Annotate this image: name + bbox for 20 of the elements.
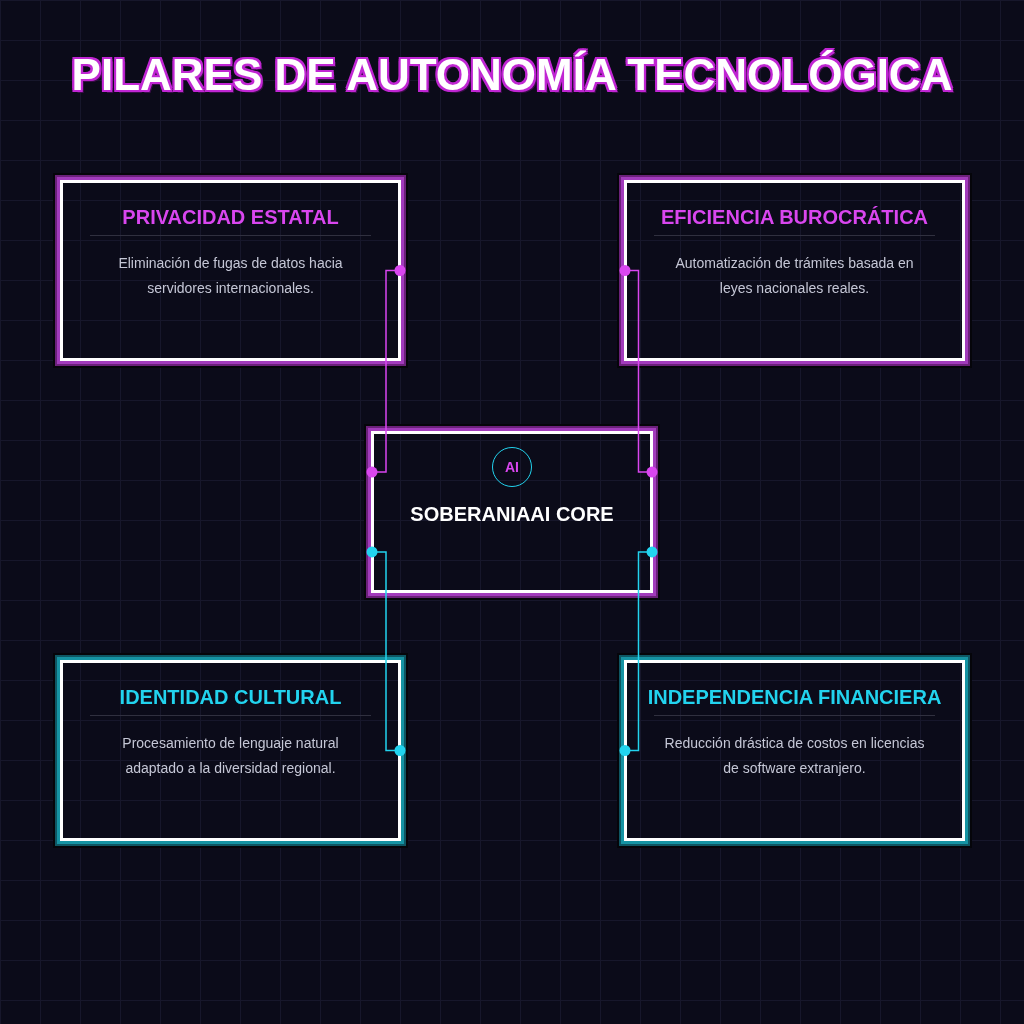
- connector-line: [366, 546, 406, 756]
- card-heading: PRIVACIDAD ESTATAL: [122, 205, 339, 229]
- pillar-card: [53, 653, 408, 848]
- pillar-card: [617, 173, 972, 368]
- pillar-card: [617, 653, 972, 848]
- card-heading: IDENTIDAD CULTURAL: [119, 685, 342, 709]
- card-description: Procesamiento de lenguaje natural adaptado a la diversidad regional.: [121, 734, 340, 778]
- pillar-card: [53, 173, 408, 368]
- card-description: Reducción drástica de costos en licencias de software extranjero.: [663, 734, 926, 778]
- card-description: Automatización de trámites basada en leyes nacionales reales.: [674, 254, 915, 298]
- connector-line: [619, 265, 658, 478]
- core-card: [364, 424, 660, 600]
- card-description: Eliminación de fugas de datos hacia servidores internacionales.: [117, 254, 344, 298]
- connector-line: [366, 265, 406, 478]
- core-title: SOBERANIAAI CORE: [410, 502, 614, 526]
- circle-label: AI: [505, 460, 519, 474]
- connector-line: [619, 546, 658, 756]
- card-heading: INDEPENDENCIA FINANCIERA: [647, 685, 942, 709]
- card-heading: EFICIENCIA BUROCRÁTICA: [661, 205, 928, 229]
- diagram-title: PILARES DE AUTONOMÍA TECNOLÓGICA: [71, 49, 953, 101]
